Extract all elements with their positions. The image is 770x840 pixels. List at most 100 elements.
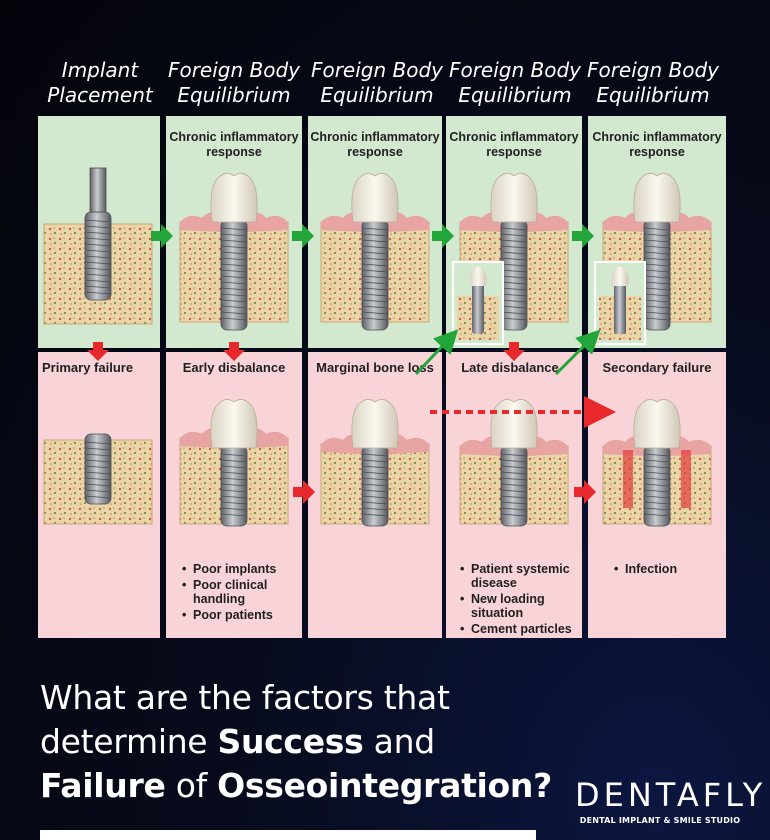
implant-illustrations [43,167,712,527]
implant-late-disbalance-thread [500,489,528,493]
implant-early-disbalance-thread [220,477,248,481]
implant-equilibrium-2-thread [361,293,389,297]
red-down-arrow-1 [87,342,109,361]
implant-secondary-failure-thread [643,459,671,463]
implant-late-disbalance-thread [500,459,528,463]
implant-early-disbalance-thread [220,507,248,511]
implant-equilibrium-1-thread [220,269,248,273]
implant-early-disbalance-thread [220,483,248,487]
implant-primary-failure-thread [84,453,112,457]
implant-equilibrium-2-thread [361,311,389,315]
implant-equilibrium-1-thread [220,275,248,279]
implant-equilibrium-3-thread [500,281,528,285]
implant-equilibrium-3-thread [500,299,528,303]
implant-placement-top-thread [84,219,112,223]
implant-equilibrium-1-thread [220,245,248,249]
implant-primary-failure-thread [84,471,112,475]
implant-equilibrium-2-thread [361,227,389,231]
implant-marginal-bone-loss-thread [361,495,389,499]
implant-equilibrium-4-thread [643,299,671,303]
implant-equilibrium-4-thread [643,293,671,297]
implant-placement-top-thread [84,255,112,259]
implant-secondary-failure-thread [643,501,671,505]
implant-placement-top-thread [84,231,112,235]
implant-equilibrium-3-thread [500,233,528,237]
implant-early-disbalance-thread [220,453,248,457]
top-caption-2: Chronic inflammatory response [169,130,299,159]
implant-late-disbalance-thread [500,507,528,511]
headline-part-1: What are the factors that determine [40,678,450,761]
top-caption-3: Chronic inflammatory response [310,130,440,159]
implant-equilibrium-3-crown [490,173,538,223]
implant-secondary-failure [602,399,712,527]
red-down-arrow-3 [503,342,525,361]
implant-equilibrium-2-thread [361,305,389,309]
implant-early-disbalance-thread [220,489,248,493]
implant-equilibrium-1-thread [220,251,248,255]
red-right-arrow-2 [574,480,596,504]
implant-equilibrium-4-thread [643,311,671,315]
implant-placement-top-thread [84,285,112,289]
implant-equilibrium-4-crown [633,173,681,223]
implant-primary-failure-thread [84,483,112,487]
column-header-foreign-body-equilibrium-1: Foreign Body Equilibrium [167,58,301,107]
top-caption-5: Chronic inflammatory response [592,130,722,159]
implant-equilibrium-2-thread [361,251,389,255]
implant-equilibrium-4-thread [643,257,671,261]
implant-equilibrium-3-thread [500,293,528,297]
late-factor-3: Cement particles [460,622,578,636]
headline: What are the factors that determine Succ… [40,676,560,808]
column-header-foreign-body-equilibrium-3: Foreign Body Equilibrium [448,58,582,107]
implant-secondary-failure-thread [643,477,671,481]
implant-equilibrium-1-thread [220,233,248,237]
implant-placement-top-thread [84,291,112,295]
implant-placement-top-thread [84,237,112,241]
implant-equilibrium-1-thread [220,263,248,267]
implant-secondary-failure-thread [643,513,671,517]
green-arrow-3 [432,224,454,248]
implant-late-disbalance-thread [500,501,528,505]
implant-late-disbalance [459,399,569,527]
caption-primary-failure: Primary failure [42,360,134,375]
implant-equilibrium-3-thread [500,305,528,309]
implant-marginal-bone-loss-thread [361,477,389,481]
implant-marginal-bone-loss-thread [361,507,389,511]
early-factor-2: Poor clinical handling [182,578,300,606]
green-arrow-2 [292,224,314,248]
implant-equilibrium-2-thread [361,233,389,237]
implant-equilibrium-4-thread [643,233,671,237]
implant-equilibrium-4-thread [643,245,671,249]
bottom-bar [40,830,536,840]
implant-early-disbalance-thread [220,495,248,499]
implant-early-disbalance [179,399,289,527]
implant-late-disbalance-thread [500,513,528,517]
top-caption-4: Chronic inflammatory response [449,130,579,159]
implant-late-disbalance-thread [500,483,528,487]
implant-equilibrium-4-thread [643,275,671,279]
implant-equilibrium-1-thread [220,287,248,291]
column-header-foreign-body-equilibrium-4: Foreign Body Equilibrium [586,58,720,107]
early-factor-1: Poor implants [182,562,300,576]
implant-primary-failure-thread [84,459,112,463]
implant-equilibrium-2-thread [361,317,389,321]
implant-early-disbalance-thread [220,465,248,469]
implant-secondary-failure-infection-right [681,450,691,508]
logo-wordmark: DENTAFLY [575,776,767,814]
implant-late-disbalance-thread [500,471,528,475]
implant-equilibrium-3-thread [500,245,528,249]
implant-equilibrium-3-thread [500,275,528,279]
headline-osseointegration: Osseointegration? [217,766,552,805]
implant-equilibrium-2-thread [361,275,389,279]
implant-equilibrium-4-thread [643,269,671,273]
green-diagonal-arrow-1 [414,329,459,376]
implant-secondary-failure-thread [643,495,671,499]
implant-early-disbalance-thread [220,459,248,463]
dentafly-logo: DENTAFLY DENTAL IMPLANT & SMILE STUDIO [575,776,767,828]
caption-marginal-bone-loss: Marginal bone loss [316,360,434,375]
caption-early-disbalance: Early disbalance [182,360,286,375]
implant-late-disbalance-thread [500,477,528,481]
implant-equilibrium-3-thread [500,287,528,291]
column-header-implant-placement: Implant Placement [47,58,153,107]
implant-placement-top-thread [84,273,112,277]
implant-early-disbalance-thread [220,471,248,475]
